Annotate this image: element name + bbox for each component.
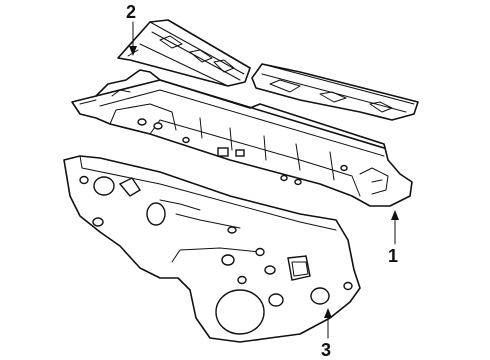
callout-label-1: 1 (388, 246, 398, 266)
callout-2: 2 (126, 2, 137, 56)
callout-3: 3 (321, 308, 332, 360)
part-1-dash-cowl-structure (71, 69, 413, 207)
part-3-dash-panel (63, 155, 361, 343)
callout-label-3: 3 (321, 340, 331, 360)
callout-label-2: 2 (126, 2, 136, 22)
part-2-cowl-top-panel (117, 19, 419, 121)
callout-1: 1 (388, 210, 399, 266)
